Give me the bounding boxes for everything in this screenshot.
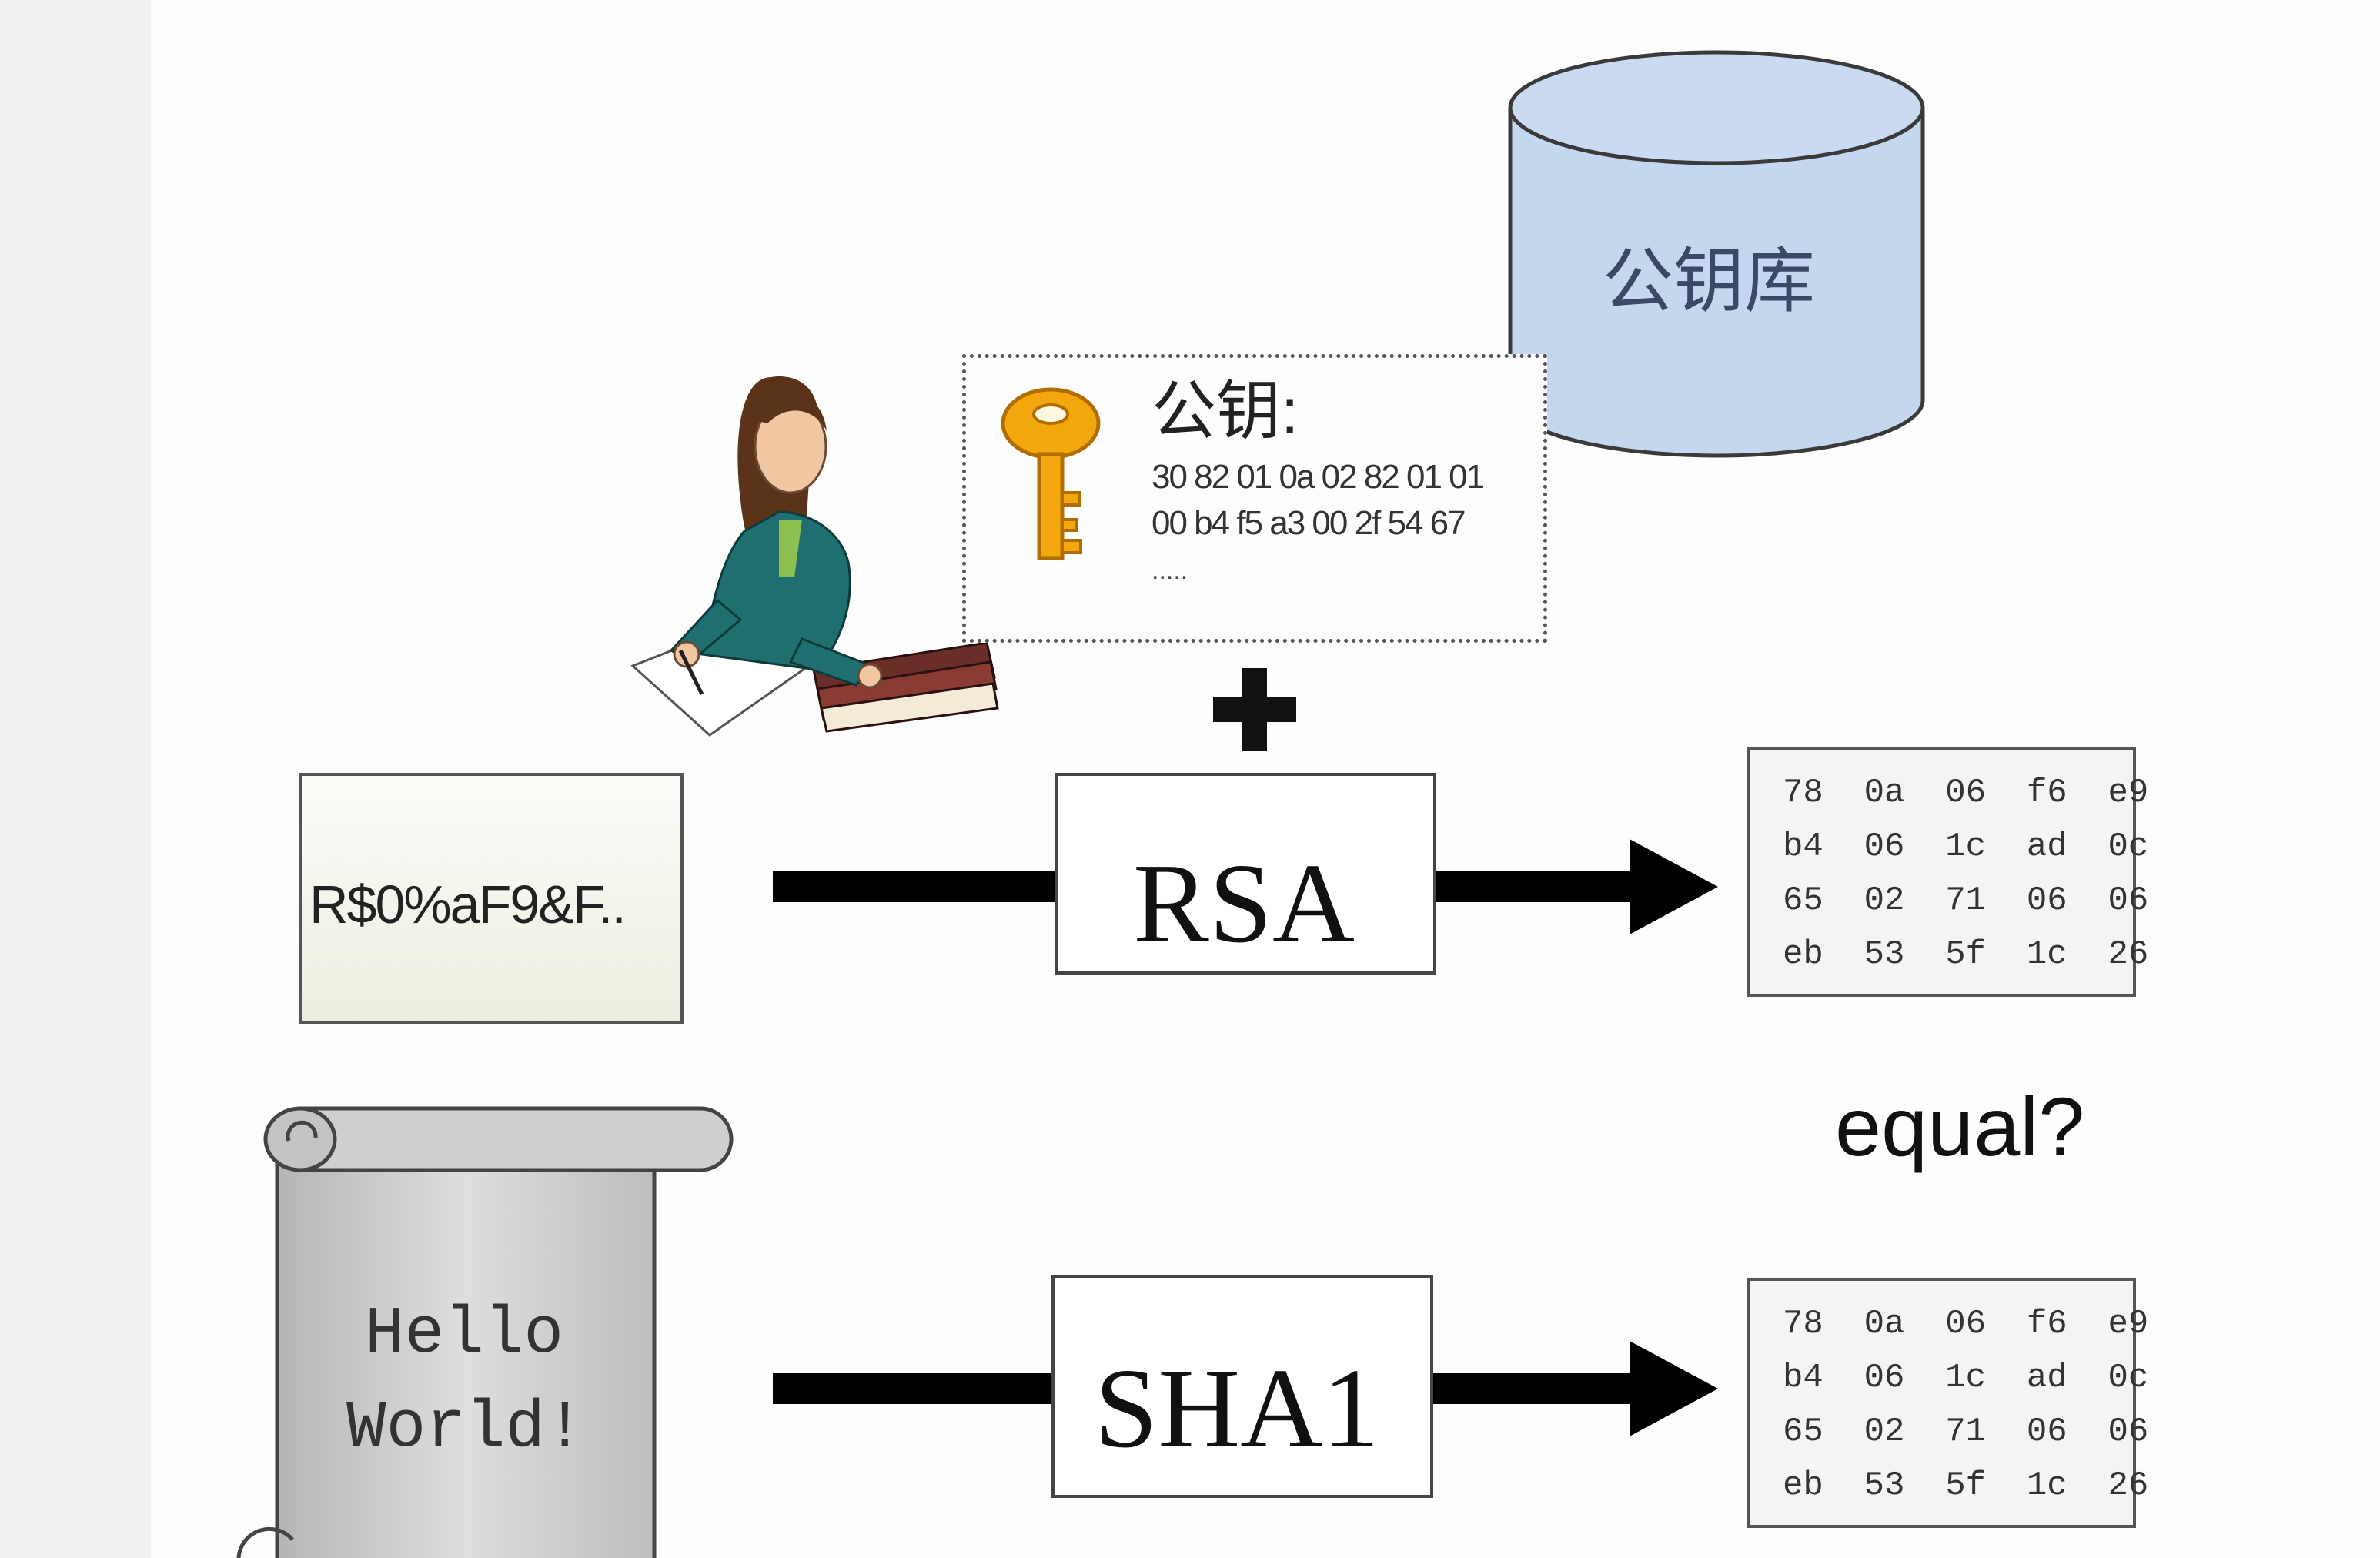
sha1-box: [1051, 1275, 1433, 1498]
database-cylinder-icon: [1508, 50, 1925, 458]
hash-result-top: [1747, 747, 2136, 997]
hash-line: 65 02 71 06 06: [1783, 881, 2149, 920]
message-text-line2: World!: [346, 1390, 585, 1466]
hash-line: 78 0a 06 f6 e9: [1783, 1305, 2149, 1343]
public-key-line: 00 b4 f5 a3 00 2f 54 67: [1152, 504, 1466, 542]
arrow-line-left-top: [773, 871, 1058, 902]
hash-line: eb 53 5f 1c 26: [1783, 935, 2149, 974]
hash-line: b4 06 1c ad 0c: [1783, 827, 2149, 866]
encrypted-signature-text: R$0%aF9&F..: [309, 874, 627, 934]
rsa-label: RSA: [1133, 841, 1355, 967]
arrow-line-left-bottom: [773, 1373, 1058, 1404]
public-key-title: 公钥:: [1152, 375, 1299, 447]
hash-result-bottom: [1747, 1278, 2136, 1528]
person-writing-icon: [630, 376, 999, 737]
hash-line: 78 0a 06 f6 e9: [1783, 774, 2149, 812]
rsa-box: [1055, 773, 1436, 975]
message-text-line1: Hello: [365, 1296, 564, 1372]
encrypted-signature-box: [299, 773, 684, 1024]
arrow-right-icon-bottom: [1432, 1341, 1718, 1436]
database-label: 公钥库: [1603, 242, 1816, 321]
comparison-label: equal?: [1835, 1080, 2085, 1173]
plus-icon: [1213, 668, 1296, 751]
sha1-label: SHA1: [1095, 1346, 1380, 1472]
public-key-line: 30 82 01 0a 02 82 01 01: [1152, 458, 1485, 496]
key-icon: [1001, 387, 1101, 560]
hash-line: 65 02 71 06 06: [1783, 1413, 2149, 1451]
hash-line: b4 06 1c ad 0c: [1783, 1359, 2149, 1397]
message-scroll-icon: [236, 1106, 734, 1558]
arrow-right-icon-top: [1433, 839, 1718, 934]
public-key-line: .....: [1152, 556, 1188, 585]
hash-line: eb 53 5f 1c 26: [1783, 1466, 2149, 1505]
